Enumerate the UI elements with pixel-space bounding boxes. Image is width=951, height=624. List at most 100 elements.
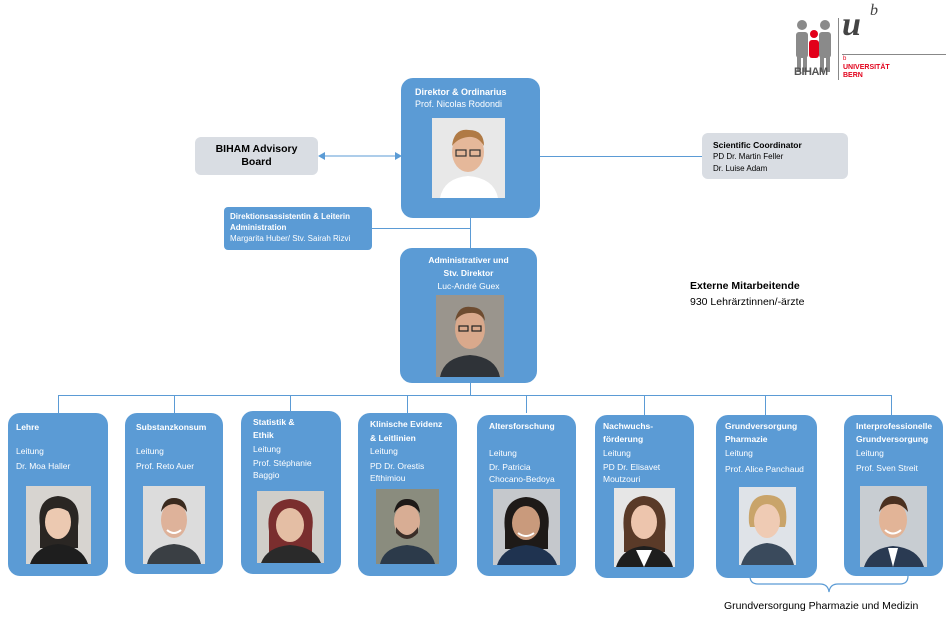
department-box-interprofessionelle: Interprofessionelle Grundversorgung Leit… bbox=[844, 415, 943, 576]
department-head-name: Prof. Sven Streit bbox=[856, 463, 918, 473]
department-head-name-line2: Chocano-Bedoya bbox=[489, 474, 555, 484]
biham-figures-icon bbox=[796, 20, 831, 72]
department-title-line2: Pharmazie bbox=[725, 434, 768, 444]
logo-underline bbox=[842, 54, 946, 55]
logo-divider bbox=[838, 18, 839, 80]
scientific-title: Scientific Coordinator bbox=[713, 140, 802, 150]
department-box-substanzkonsum: Substanzkonsum Leitung Prof. Reto Auer bbox=[125, 413, 223, 574]
director-photo bbox=[432, 118, 505, 198]
admin-director-photo bbox=[436, 295, 504, 377]
biham-logo-text: BIHAM bbox=[794, 66, 828, 78]
unibern-u-text: u bbox=[842, 6, 861, 43]
department-photo bbox=[614, 488, 675, 567]
department-photo bbox=[860, 486, 927, 567]
external-title: Externe Mitarbeitende bbox=[690, 280, 800, 292]
person-portrait-icon bbox=[493, 489, 560, 565]
director-to-admin-line bbox=[470, 218, 471, 248]
department-title-line2: förderung bbox=[603, 434, 644, 444]
drop-line-2 bbox=[174, 395, 175, 413]
department-head-name: PD Dr. Elisavet bbox=[603, 462, 661, 472]
department-title: Substanzkonsum bbox=[136, 422, 207, 432]
scientific-coordinator-box: Scientific Coordinator PD Dr. Martin Fel… bbox=[702, 133, 848, 179]
department-photo bbox=[493, 489, 560, 565]
person-portrait-icon bbox=[432, 118, 505, 198]
drop-line-7 bbox=[765, 395, 766, 415]
department-photo bbox=[739, 487, 796, 565]
bracket-grundversorgung bbox=[749, 576, 909, 593]
department-title: Nachwuchs- bbox=[603, 421, 654, 431]
department-box-klinische-evidenz: Klinische Evidenz & Leitlinien Leitung P… bbox=[358, 413, 457, 576]
department-title: Statistik & bbox=[253, 417, 295, 427]
scientific-person2: Dr. Luise Adam bbox=[713, 164, 768, 173]
department-head-name-line2: Moutzouri bbox=[603, 474, 641, 484]
assistant-box: Direktionsassistentin & Leiterin Adminis… bbox=[224, 207, 372, 250]
department-photo bbox=[26, 486, 91, 564]
admin-to-bus-line bbox=[470, 383, 471, 395]
director-box: Direktor & Ordinarius Prof. Nicolas Rodo… bbox=[401, 78, 540, 218]
admin-title-line1: Administrativer und bbox=[428, 255, 509, 265]
biham-logo bbox=[794, 18, 834, 80]
department-title: Klinische Evidenz bbox=[370, 419, 443, 429]
department-role: Leitung bbox=[253, 444, 281, 454]
director-name: Prof. Nicolas Rodondi bbox=[415, 99, 503, 109]
department-role: Leitung bbox=[16, 446, 44, 456]
department-box-altersforschung: Altersforschung Leitung Dr. Patricia Cho… bbox=[477, 415, 576, 576]
director-title: Direktor & Ordinarius bbox=[415, 87, 507, 97]
drop-line-5 bbox=[526, 395, 527, 413]
person-portrait-icon bbox=[614, 488, 675, 567]
department-title: Altersforschung bbox=[489, 421, 555, 431]
department-role: Leitung bbox=[856, 448, 884, 458]
admin-title-line2: Stv. Direktor bbox=[443, 268, 494, 278]
person-portrait-icon bbox=[143, 486, 205, 564]
department-head-name-line2: Efthimiou bbox=[370, 473, 406, 483]
person-portrait-icon bbox=[26, 486, 91, 564]
department-head-name: Prof. Stéphanie bbox=[253, 458, 312, 468]
department-head-name: PD Dr. Orestis bbox=[370, 461, 425, 471]
advisory-label-line2: Board bbox=[241, 156, 272, 168]
scientific-connector-line bbox=[540, 156, 702, 157]
department-title: Interprofessionelle bbox=[856, 421, 933, 431]
person-portrait-icon bbox=[257, 491, 324, 563]
department-title: Lehre bbox=[16, 422, 40, 432]
advisory-double-arrow bbox=[318, 152, 402, 160]
advisory-label-line1: BIHAM Advisory bbox=[215, 143, 298, 155]
department-role: Leitung bbox=[725, 448, 753, 458]
department-head-name: Dr. Moa Haller bbox=[16, 461, 71, 471]
drop-line-8 bbox=[891, 395, 892, 415]
department-photo bbox=[143, 486, 205, 564]
department-head-name-line2: Baggio bbox=[253, 470, 280, 480]
unibern-line2: BERN bbox=[843, 72, 863, 79]
drop-line-1 bbox=[58, 395, 59, 413]
bracket-label: Grundversorgung Pharmazie und Medizin bbox=[724, 600, 919, 612]
admin-name: Luc-André Guex bbox=[437, 281, 500, 291]
department-box-statistik-ethik: Statistik & Ethik Leitung Prof. Stéphani… bbox=[241, 411, 341, 574]
drop-line-6 bbox=[644, 395, 645, 415]
external-text: 930 Lehrärztinnen/-ärzte bbox=[690, 296, 805, 308]
department-role: Leitung bbox=[603, 448, 631, 458]
assistant-title-line1: Direktionsassistentin & Leiterin bbox=[230, 212, 351, 221]
advisory-board-box: BIHAM Advisory Board bbox=[195, 137, 318, 175]
department-box-lehre: Lehre Leitung Dr. Moa Haller bbox=[8, 413, 108, 576]
unibern-line1: UNIVERSITÄT bbox=[843, 64, 890, 71]
drop-line-4 bbox=[407, 395, 408, 413]
department-head-name: Prof. Reto Auer bbox=[136, 461, 195, 471]
department-head-name: Dr. Patricia bbox=[489, 462, 531, 472]
department-role: Leitung bbox=[136, 446, 164, 456]
department-box-grundversorgung-pharmazie: Grundversorgung Pharmazie Leitung Prof. … bbox=[716, 415, 817, 578]
department-title-line2: & Leitlinien bbox=[370, 433, 416, 443]
person-portrait-icon bbox=[436, 295, 504, 377]
admin-director-box: Administrativer und Stv. Direktor Luc-An… bbox=[400, 248, 537, 383]
person-portrait-icon bbox=[860, 486, 927, 567]
assistant-connector-line bbox=[372, 228, 470, 229]
department-head-name: Prof. Alice Panchaud bbox=[725, 464, 804, 474]
scientific-person1: PD Dr. Martin Feller bbox=[713, 152, 784, 161]
assistant-names: Margarita Huber/ Stv. Sairah Rizvi bbox=[230, 234, 351, 243]
department-photo bbox=[376, 489, 439, 564]
department-title-line2: Grundversorgung bbox=[856, 434, 929, 444]
department-role: Leitung bbox=[489, 448, 517, 458]
department-title-line2: Ethik bbox=[253, 430, 274, 440]
unibern-b-text: b bbox=[870, 2, 878, 19]
department-box-nachwuchsfoerderung: Nachwuchs- förderung Leitung PD Dr. Elis… bbox=[595, 415, 694, 578]
person-portrait-icon bbox=[376, 489, 439, 564]
department-title: Grundversorgung bbox=[725, 421, 798, 431]
